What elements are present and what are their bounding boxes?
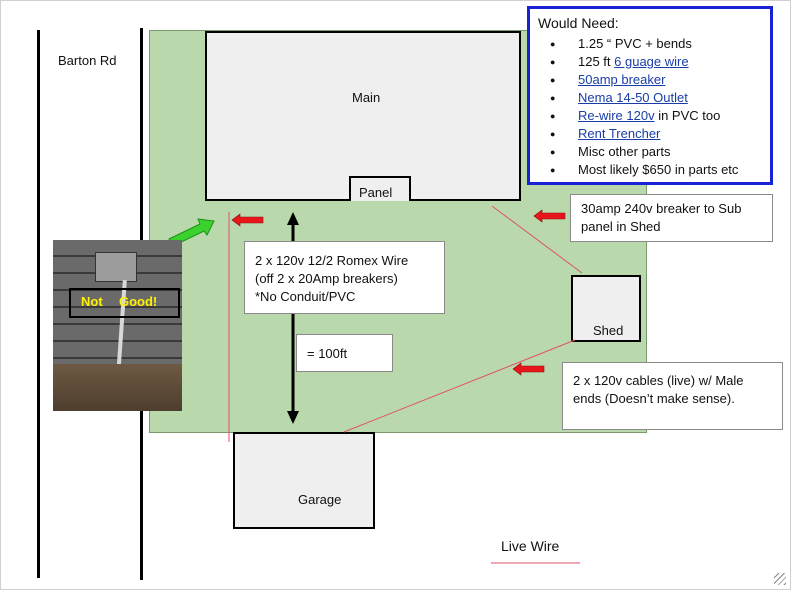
garage-label: Garage bbox=[298, 492, 342, 507]
romex-note-line2: (off 2 x 20Amp breakers) bbox=[255, 271, 398, 286]
would-need-item: 125 ft 6 guage wire bbox=[538, 53, 762, 71]
would-need-item: Most likely $650 in parts etc bbox=[538, 161, 762, 179]
would-need-item: Rent Trencher bbox=[538, 125, 762, 143]
live-wire-shed-garage bbox=[343, 339, 576, 433]
cables-note-line2: ends (Doesn’t make sense). bbox=[573, 391, 735, 406]
item-text: in PVC too bbox=[654, 108, 721, 123]
photo-caption-not: Not bbox=[81, 294, 103, 309]
distance-label: = 100ft bbox=[307, 346, 348, 361]
would-need-title: Would Need: bbox=[538, 15, 619, 31]
red-arrow-breaker bbox=[533, 209, 566, 223]
red-arrow-romex bbox=[231, 213, 264, 227]
romex-note-line1: 2 x 120v 12/2 Romex Wire bbox=[255, 253, 409, 268]
shed-building bbox=[571, 275, 641, 342]
link-rewire-120v[interactable]: Re-wire 120v bbox=[578, 108, 655, 123]
garage-building bbox=[233, 432, 375, 529]
photo-caption-box bbox=[69, 288, 180, 318]
cables-note-line1: 2 x 120v cables (live) w/ Male bbox=[573, 373, 744, 388]
breaker-note: 30amp 240v breaker to Sub panel in Shed bbox=[570, 194, 773, 242]
item-text: 125 ft bbox=[578, 54, 615, 69]
legend-label: Live Wire bbox=[501, 538, 560, 554]
main-building bbox=[205, 31, 521, 201]
link-6-guage-wire[interactable]: 6 guage wire bbox=[614, 54, 689, 69]
photo-outlet-box bbox=[95, 252, 137, 282]
breaker-note-line2: panel in Shed bbox=[581, 219, 661, 234]
romex-note: 2 x 120v 12/2 Romex Wire (off 2 x 20Amp … bbox=[244, 241, 445, 314]
link-nema-outlet[interactable]: Nema 14-50 Outlet bbox=[578, 90, 688, 105]
shed-label: Shed bbox=[593, 323, 624, 338]
distance-arrow-bottom-head bbox=[287, 411, 299, 424]
romex-note-line3: *No Conduit/PVC bbox=[255, 289, 356, 304]
distance-note: = 100ft bbox=[296, 334, 393, 372]
cables-note: 2 x 120v cables (live) w/ Male ends (Doe… bbox=[562, 362, 783, 430]
item-text: 1.25 “ PVC + bends bbox=[578, 36, 692, 51]
road-label: Barton Rd bbox=[58, 53, 117, 68]
resize-grip-icon[interactable] bbox=[774, 573, 786, 585]
would-need-box: Would Need: 1.25 “ PVC + bends 125 ft 6 … bbox=[527, 6, 773, 185]
distance-arrow-top-head bbox=[287, 212, 299, 225]
would-need-item: Re-wire 120v in PVC too bbox=[538, 107, 762, 125]
photo-ground bbox=[53, 364, 182, 411]
live-wire-to-shed bbox=[491, 205, 583, 274]
panel-label: Panel bbox=[359, 185, 393, 200]
photo-caption-good: Good! bbox=[119, 294, 158, 309]
road-line-left bbox=[37, 30, 40, 578]
item-text: Misc other parts bbox=[578, 144, 671, 159]
item-text: Most likely $650 in parts etc bbox=[578, 162, 739, 177]
link-rent-trencher[interactable]: Rent Trencher bbox=[578, 126, 661, 141]
main-building-label: Main bbox=[352, 90, 381, 105]
would-need-item: 1.25 “ PVC + bends bbox=[538, 35, 762, 53]
would-need-list: 1.25 “ PVC + bends 125 ft 6 guage wire 5… bbox=[538, 35, 762, 179]
would-need-item: 50amp breaker bbox=[538, 71, 762, 89]
breaker-note-line1: 30amp 240v breaker to Sub bbox=[581, 201, 742, 216]
would-need-item: Misc other parts bbox=[538, 143, 762, 161]
outlet-photo: Not Good! bbox=[53, 240, 182, 411]
red-arrow-cables bbox=[512, 362, 545, 376]
would-need-item: Nema 14-50 Outlet bbox=[538, 89, 762, 107]
link-50amp-breaker[interactable]: 50amp breaker bbox=[578, 72, 666, 87]
electrical-panel bbox=[349, 176, 411, 201]
